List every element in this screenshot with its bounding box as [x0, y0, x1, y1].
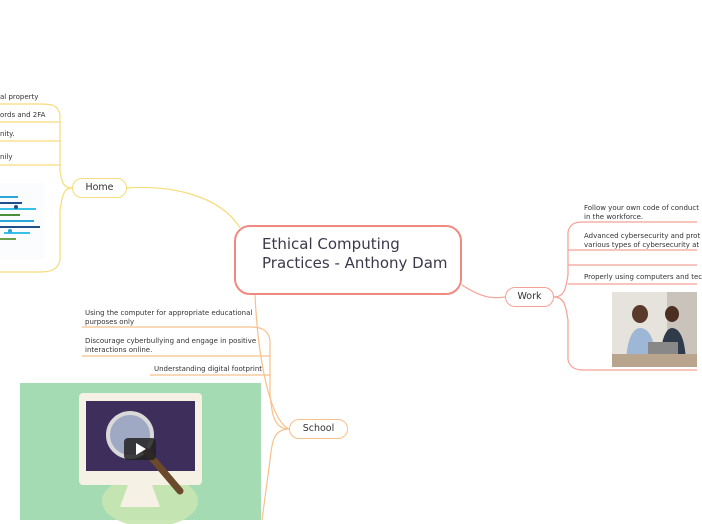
topic-work[interactable]: Work [505, 287, 554, 307]
work-branch-lines [461, 221, 697, 371]
school-item-digital-footprint[interactable]: Understanding digital footprint [154, 365, 263, 373]
central-topic-node[interactable]: Ethical Computing Practices - Anthony Da… [234, 225, 462, 295]
topic-home[interactable]: Home [72, 178, 127, 198]
topic-school[interactable]: School [289, 419, 348, 439]
work-item-code-of-conduct-line2: in the workforce. [584, 213, 644, 221]
work-office-photo[interactable] [612, 292, 697, 367]
home-branch-lines [0, 103, 241, 273]
school-item-cyberbullying-line2: interactions online. [85, 346, 153, 354]
network-diagram-icon [0, 196, 40, 240]
play-icon [136, 443, 146, 455]
work-item-cybersecurity-line2: various types of cybersecurity at [584, 241, 700, 249]
central-topic-text: Ethical Computing Practices - Anthony Da… [262, 235, 448, 272]
school-item-cyberbullying[interactable]: Discourage cyberbullying and engage in p… [85, 337, 257, 345]
home-item-intellectual-property[interactable]: al property [0, 93, 39, 101]
school-branch-lines [82, 294, 290, 521]
work-item-code-of-conduct[interactable]: Follow your own code of conduct [584, 204, 699, 212]
home-item-passwords-2fa[interactable]: ords and 2FA [0, 111, 46, 119]
office-people-image [612, 292, 697, 367]
home-item-community[interactable]: nity. [0, 130, 15, 138]
work-item-proper-use[interactable]: Properly using computers and tec [584, 273, 702, 281]
school-video-thumbnail[interactable] [20, 383, 261, 524]
home-diagram-image[interactable] [0, 183, 44, 259]
work-item-cybersecurity[interactable]: Advanced cybersecurity and prot [584, 232, 701, 240]
digital-footprint-illustration [20, 383, 261, 524]
home-item-family[interactable]: nily [0, 153, 13, 161]
school-item-appropriate-use-line2: purposes only [85, 318, 135, 326]
school-item-appropriate-use[interactable]: Using the computer for appropriate educa… [85, 309, 253, 317]
